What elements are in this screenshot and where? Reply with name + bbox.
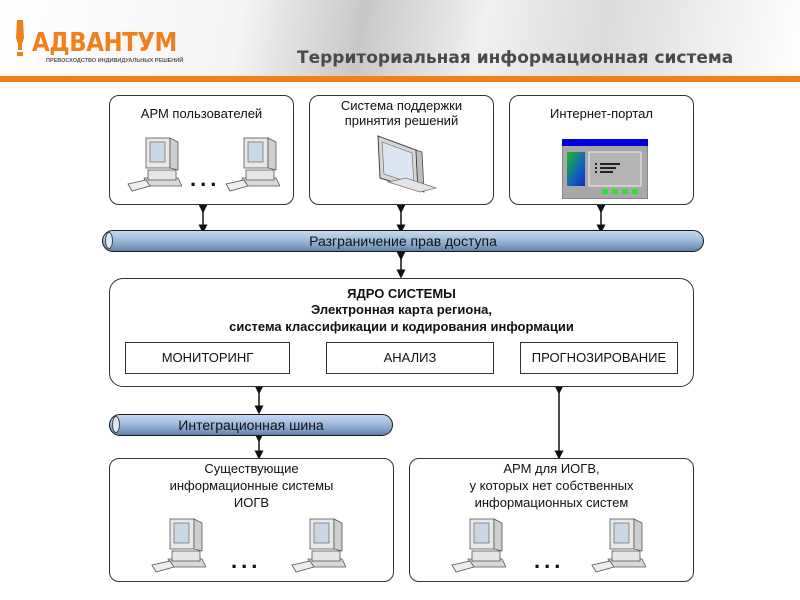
box-label-line3: ИОГВ — [233, 495, 270, 510]
ellipsis: ... — [190, 166, 221, 191]
module-forecasting: ПРОГНОЗИРОВАНИЕ — [520, 342, 678, 374]
core-title: ЯДРО СИСТЕМЫ — [347, 286, 456, 301]
box-internet-portal: Интернет-портал — [509, 95, 694, 205]
desktop-computer-icon — [291, 518, 346, 573]
box-label-line1: Существующие — [204, 461, 299, 476]
box-label: Система поддержки принятия решений — [340, 98, 463, 128]
box-label-line1: АРМ для ИОГВ, — [503, 461, 600, 476]
ellipsis: ... — [231, 548, 262, 573]
box-label: Интернет-портал — [550, 106, 653, 121]
integration-bus: Интеграционная шина — [109, 414, 393, 436]
logo-tagline: ПРЕВОСХОДСТВО ИНДИВИДУАЛЬНЫХ РЕШЕНИЙ — [46, 58, 184, 64]
desktop-computer-icon — [591, 518, 646, 573]
box-decision-support: Система поддержки принятия решений — [309, 95, 494, 205]
company-logo: АДВАНТУМ ПРЕВОСХОДСТВО ИНДИВИДУАЛЬНЫХ РЕ… — [14, 20, 183, 66]
system-core: ЯДРО СИСТЕМЫ Электронная карта региона, … — [109, 278, 694, 387]
slide-header — [0, 0, 800, 76]
monitor-icon — [377, 135, 438, 193]
module-analysis: АНАЛИЗ — [326, 342, 494, 374]
web-portal-icon — [562, 139, 648, 199]
module-monitoring: МОНИТОРИНГ — [125, 342, 290, 374]
box-label-line3: информационных систем — [474, 495, 629, 510]
desktop-computer-icon — [225, 137, 280, 192]
box-iogv-workstations: АРМ для ИОГВ, у которых нет собственных … — [409, 458, 694, 582]
box-existing-iogv-systems: Существующие информационные системы ИОГВ… — [109, 458, 394, 582]
bus-label: Разграничение прав доступа — [309, 233, 497, 249]
bus-end-cap — [105, 232, 113, 249]
page-title: Территориальная информационная система — [297, 48, 734, 68]
access-control-bus: Разграничение прав доступа — [102, 230, 704, 252]
ellipsis: ... — [534, 548, 565, 573]
desktop-computer-icon — [127, 137, 182, 192]
bus-end-cap — [112, 416, 120, 433]
box-label: АРМ пользователей — [140, 106, 263, 121]
desktop-computer-icon — [451, 518, 506, 573]
box-label-line2: у которых нет собственных — [469, 478, 634, 493]
logo-name: АДВАНТУМ — [32, 28, 177, 58]
logo-mark-icon — [16, 20, 24, 56]
box-label-line2: информационные системы — [169, 478, 334, 493]
core-subtitle-line2: система классификации и кодирования инфо… — [229, 319, 574, 334]
desktop-computer-icon — [151, 518, 206, 573]
bus-label: Интеграционная шина — [178, 417, 324, 433]
header-divider — [0, 76, 800, 82]
box-user-workstations: АРМ пользователей ... — [109, 95, 294, 205]
core-subtitle-line1: Электронная карта региона, — [310, 302, 493, 317]
